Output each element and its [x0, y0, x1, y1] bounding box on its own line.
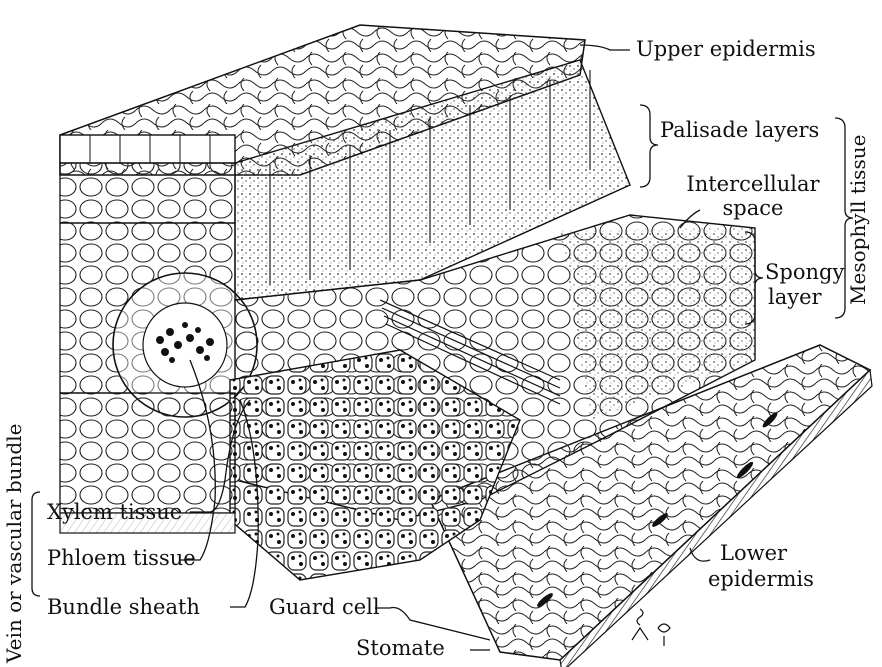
label-guard-cell: Guard cell	[269, 597, 380, 618]
label-stomate: Stomate	[356, 638, 445, 659]
label-bundle-sheath: Bundle sheath	[47, 597, 200, 618]
label-vein-vascular-bundle: Vein or vascular bundle	[4, 424, 24, 663]
signature-mark	[632, 609, 670, 646]
label-intercellular-space-line2: space	[683, 198, 823, 219]
label-phloem-tissue: Phloem tissue	[47, 548, 196, 569]
label-lower-epidermis-line2: epidermis	[708, 569, 814, 590]
label-xylem-tissue: Xylem tissue	[47, 502, 182, 523]
label-mesophyll-tissue: Mesophyll tissue	[848, 135, 868, 305]
label-intercellular-space-line1: Intercellular	[683, 174, 823, 195]
label-spongy-layer-line1: Spongy	[765, 262, 844, 283]
label-spongy-layer-line2: layer	[768, 287, 822, 308]
label-lower-epidermis-line1: Lower	[720, 543, 787, 564]
label-palisade-layers: Palisade layers	[660, 120, 819, 141]
label-upper-epidermis: Upper epidermis	[636, 39, 816, 60]
